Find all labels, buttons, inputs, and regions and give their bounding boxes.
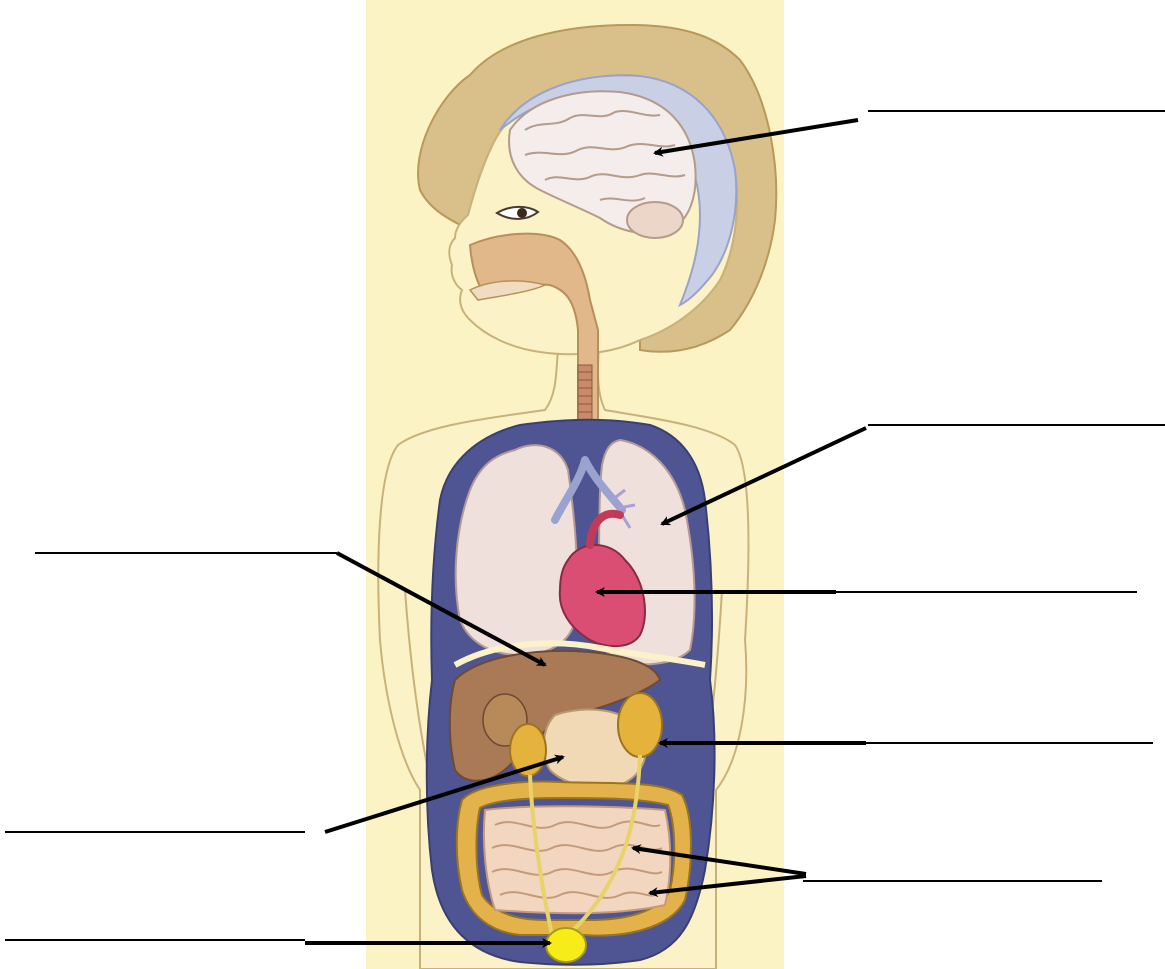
pupil: [517, 208, 527, 218]
right-kidney: [618, 693, 662, 757]
cerebellum: [627, 202, 683, 238]
bladder: [546, 928, 586, 962]
